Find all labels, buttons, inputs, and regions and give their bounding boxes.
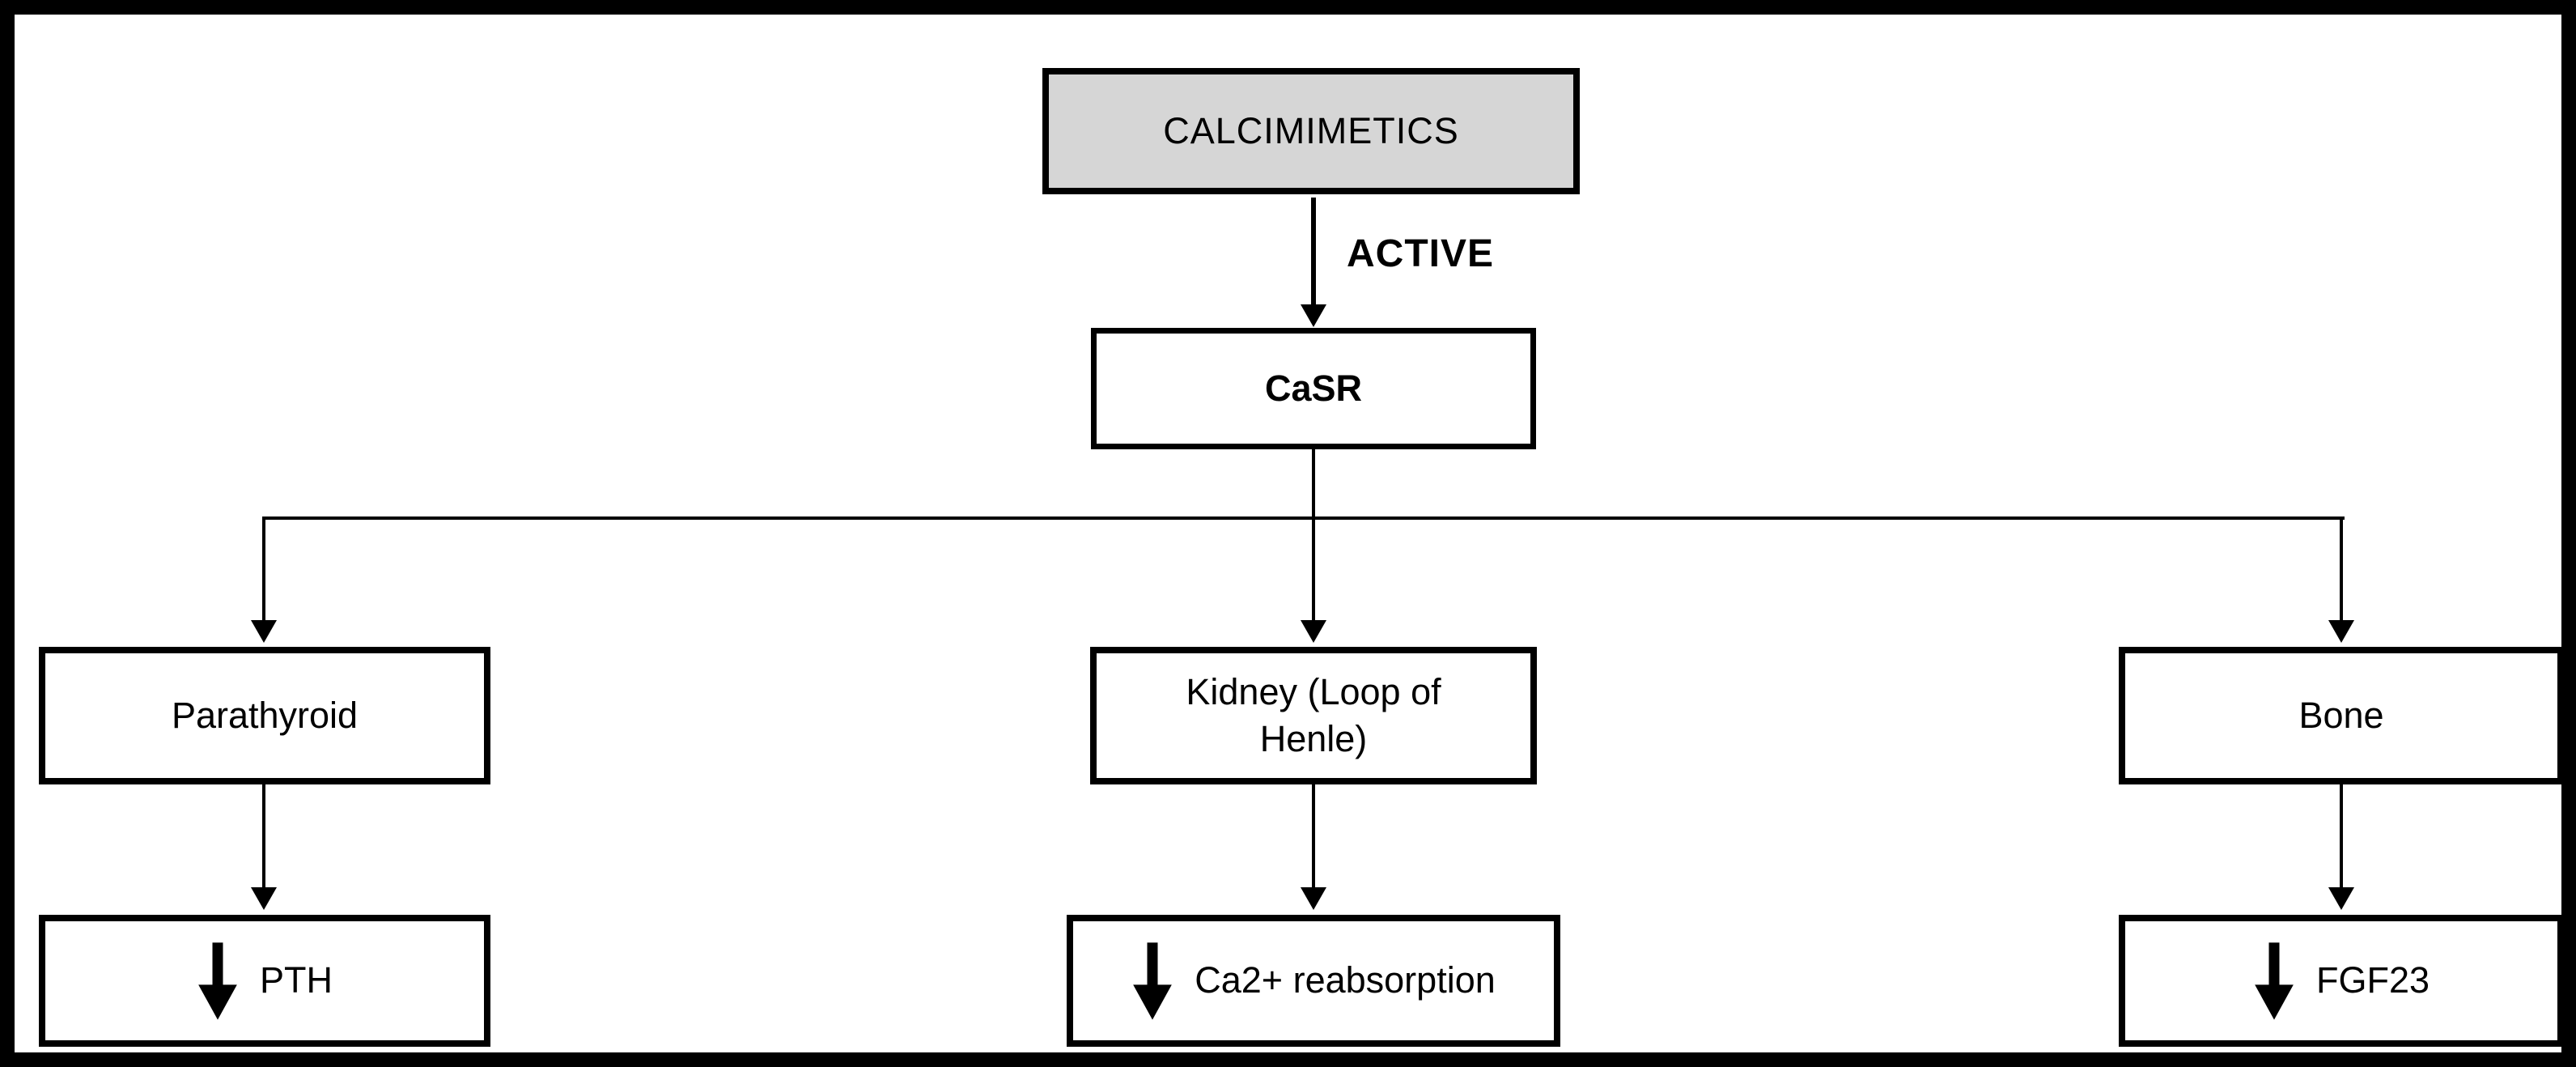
bone-label: Bone <box>2298 694 2384 736</box>
edge-bone-fgf23-arrowhead-icon <box>2328 887 2354 910</box>
node-calcimimetics: CALCIMIMETICS <box>1042 68 1580 194</box>
decrease-down-arrow-icon <box>1133 942 1173 1020</box>
ca-reabsorption-label: Ca2+ reabsorption <box>1195 959 1496 1001</box>
decrease-down-arrow-icon <box>2255 942 2294 1020</box>
edge-bone-fgf23-line <box>2340 784 2343 887</box>
node-decreased-ca-reabsorption: Ca2+ reabsorption <box>1067 915 1560 1047</box>
edge-casr-kidney-line <box>1312 449 1315 620</box>
edge-branch-bone-line <box>2340 516 2343 620</box>
decrease-down-arrow-icon <box>198 942 237 1020</box>
edge-calcimimetics-casr-line <box>1311 198 1316 304</box>
node-parathyroid: Parathyroid <box>39 647 490 784</box>
node-decreased-fgf23: FGF23 <box>2119 915 2561 1047</box>
calcimimetics-label: CALCIMIMETICS <box>1163 109 1459 151</box>
edge-parathyroid-pth-line <box>262 784 265 887</box>
edge-label-active: ACTIVE <box>1347 232 1495 275</box>
edge-branch-parathyroid-arrowhead-icon <box>251 620 277 643</box>
fgf23-label: FGF23 <box>2315 959 2430 1001</box>
branch-connector-line <box>262 516 2345 520</box>
edge-branch-bone-arrowhead-icon <box>2328 620 2354 643</box>
parathyroid-label: Parathyroid <box>171 694 359 736</box>
node-kidney-loop-of-henle: Kidney (Loop of Henle) <box>1090 647 1537 784</box>
node-decreased-pth: PTH <box>39 915 490 1047</box>
pth-label: PTH <box>260 959 333 1001</box>
edge-kidney-ca-line <box>1312 784 1315 887</box>
edge-calcimimetics-casr-arrowhead-icon <box>1301 304 1326 327</box>
casr-label: CaSR <box>1264 367 1363 409</box>
edge-branch-parathyroid-line <box>262 516 265 620</box>
node-casr: CaSR <box>1091 328 1536 449</box>
node-bone: Bone <box>2119 647 2561 784</box>
kidney-label: Kidney (Loop of Henle) <box>1186 670 1441 760</box>
edge-parathyroid-pth-arrowhead-icon <box>251 887 277 910</box>
edge-casr-kidney-arrowhead-icon <box>1301 620 1326 643</box>
edge-kidney-ca-arrowhead-icon <box>1301 887 1326 910</box>
